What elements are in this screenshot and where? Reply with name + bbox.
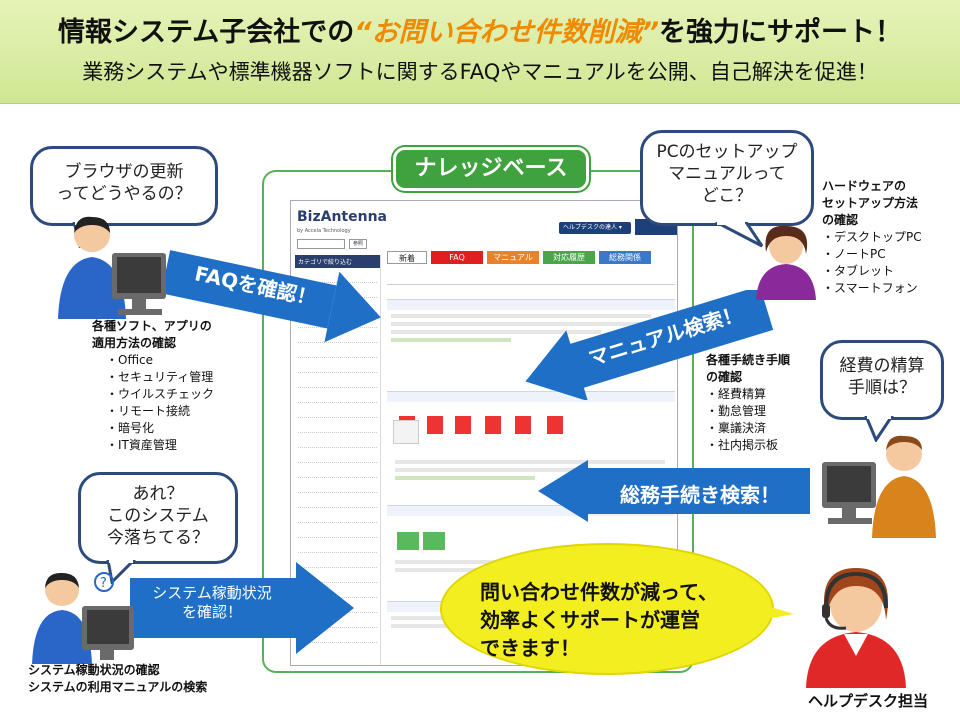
sidebar-item[interactable] [298, 362, 377, 373]
sidebar-item[interactable] [298, 557, 377, 568]
bubble-tail [106, 560, 137, 584]
sidebar-header: カテゴリで絞り込む [295, 255, 380, 268]
pdf-icon [485, 416, 501, 434]
filter-bar [387, 271, 675, 285]
helpdesk-operator-icon [806, 568, 906, 688]
sidebar-item[interactable] [298, 452, 377, 463]
system-notes: システム稼動状況の確認 システムの利用マニュアルの検索 [28, 663, 208, 694]
sidebar-item[interactable] [298, 347, 377, 358]
sidebar-item[interactable] [298, 467, 377, 478]
sidebar-item[interactable] [298, 512, 377, 523]
arrow-system-status-label: システム稼動状況 を確認！ [152, 584, 272, 621]
sidebar-item[interactable] [298, 572, 377, 583]
speech-bubble-browser: ブラウザの更新 ってどうやるの？ [30, 146, 218, 226]
bubble-tail [715, 222, 764, 248]
sidebar-item[interactable] [298, 437, 377, 448]
bubble-tail [864, 416, 894, 442]
user-at-computer-icon: ? [32, 572, 134, 664]
title-suffix: を強力にサポート！ [658, 17, 902, 48]
document-thumbnail [393, 420, 419, 444]
user-at-computer-icon [822, 435, 936, 538]
result-callout [442, 545, 772, 673]
procedure-notes: 各種手続き手順 の確認 ・経費精算 ・勤怠管理 ・稟議決済 ・社内掲示板 [706, 353, 791, 452]
hardware-notes: ハードウェアの セットアップ方法 の確認 ・デスクトップPC ・ノートPC ・タ… [822, 179, 922, 295]
helpdesk-label: ヘルプデスク担当 [808, 692, 929, 710]
sidebar-item[interactable] [298, 422, 377, 433]
arrow-general [538, 460, 810, 522]
pdf-icon [455, 416, 471, 434]
search-button[interactable]: 参照 [349, 239, 367, 249]
speech-bubble-expense: 経費の精算 手順は？ [820, 340, 944, 420]
sidebar-item[interactable] [298, 332, 377, 343]
arrow-system-status [130, 562, 354, 654]
keyword-search-input[interactable] [297, 239, 345, 249]
result-callout-text: 問い合わせ件数が減って、 効率よくサポートが運営 できます！ [480, 580, 718, 660]
tab-new[interactable]: 新着 [387, 251, 427, 264]
list-item[interactable] [387, 391, 675, 499]
app-logo-sub: by Accela Technology [297, 228, 351, 234]
user-icon [756, 225, 816, 300]
callout-tail [740, 598, 794, 624]
arrow-manual [525, 290, 774, 400]
tab-history[interactable]: 対応履歴 [543, 251, 595, 264]
pdf-icon [547, 416, 563, 434]
app-logo: BizAntenna [297, 209, 387, 225]
arrow-faq [161, 250, 381, 343]
tab-faq[interactable]: FAQ [431, 251, 483, 264]
sidebar-item[interactable] [298, 497, 377, 508]
page-subtitle: 業務システムや標準機器ソフトに関するFAQやマニュアルを公開、自己解決を促進！ [82, 60, 878, 84]
sidebar-item[interactable] [298, 482, 377, 493]
knowledge-base-label: ナレッジベース [393, 147, 589, 191]
title-accent: “お問い合わせ件数削減” [354, 17, 659, 48]
sidebar-item[interactable] [298, 542, 377, 553]
sidebar-item[interactable] [298, 617, 377, 628]
header-banner: 情報システム子会社での“お問い合わせ件数削減”を強力にサポート！ 業務システムや… [0, 0, 960, 104]
page-title: 情報システム子会社での“お問い合わせ件数削減”を強力にサポート！ [0, 10, 960, 49]
user-at-computer-icon [58, 216, 166, 319]
entry-title [387, 300, 675, 310]
svg-text:?: ? [100, 576, 107, 591]
sidebar-item[interactable] [298, 377, 377, 388]
list-item[interactable] [387, 299, 675, 387]
sidebar-item[interactable] [298, 527, 377, 538]
pdf-icon [515, 416, 531, 434]
entry-title [387, 392, 675, 402]
sidebar-item[interactable] [298, 632, 377, 643]
software-notes: 各種ソフト、アプリの 適用方法の確認 ・Office ・セキュリティ管理 ・ウイ… [92, 319, 215, 452]
excel-icon [423, 532, 445, 550]
pdf-icon [427, 416, 443, 434]
entry-title [387, 506, 675, 516]
tab-general[interactable]: 総務関係 [599, 251, 651, 264]
speech-bubble-pc-setup: PCのセットアップ マニュアルって どこ？ [640, 130, 814, 226]
sidebar-item[interactable] [298, 407, 377, 418]
speech-bubble-system: あれ？ このシステム 今落ちてる？ [78, 472, 238, 564]
excel-icon [397, 532, 419, 550]
title-prefix: 情報システム子会社での [58, 17, 355, 48]
content-tabs: 新着 FAQ マニュアル 対応履歴 総務関係 [387, 251, 675, 265]
tab-manual[interactable]: マニュアル [487, 251, 539, 264]
helpdesk-menu-button[interactable]: ヘルプデスクの達人 ▾ [559, 222, 631, 234]
arrow-general-label: 総務手続き検索！ [620, 483, 780, 507]
sidebar-item[interactable] [298, 392, 377, 403]
